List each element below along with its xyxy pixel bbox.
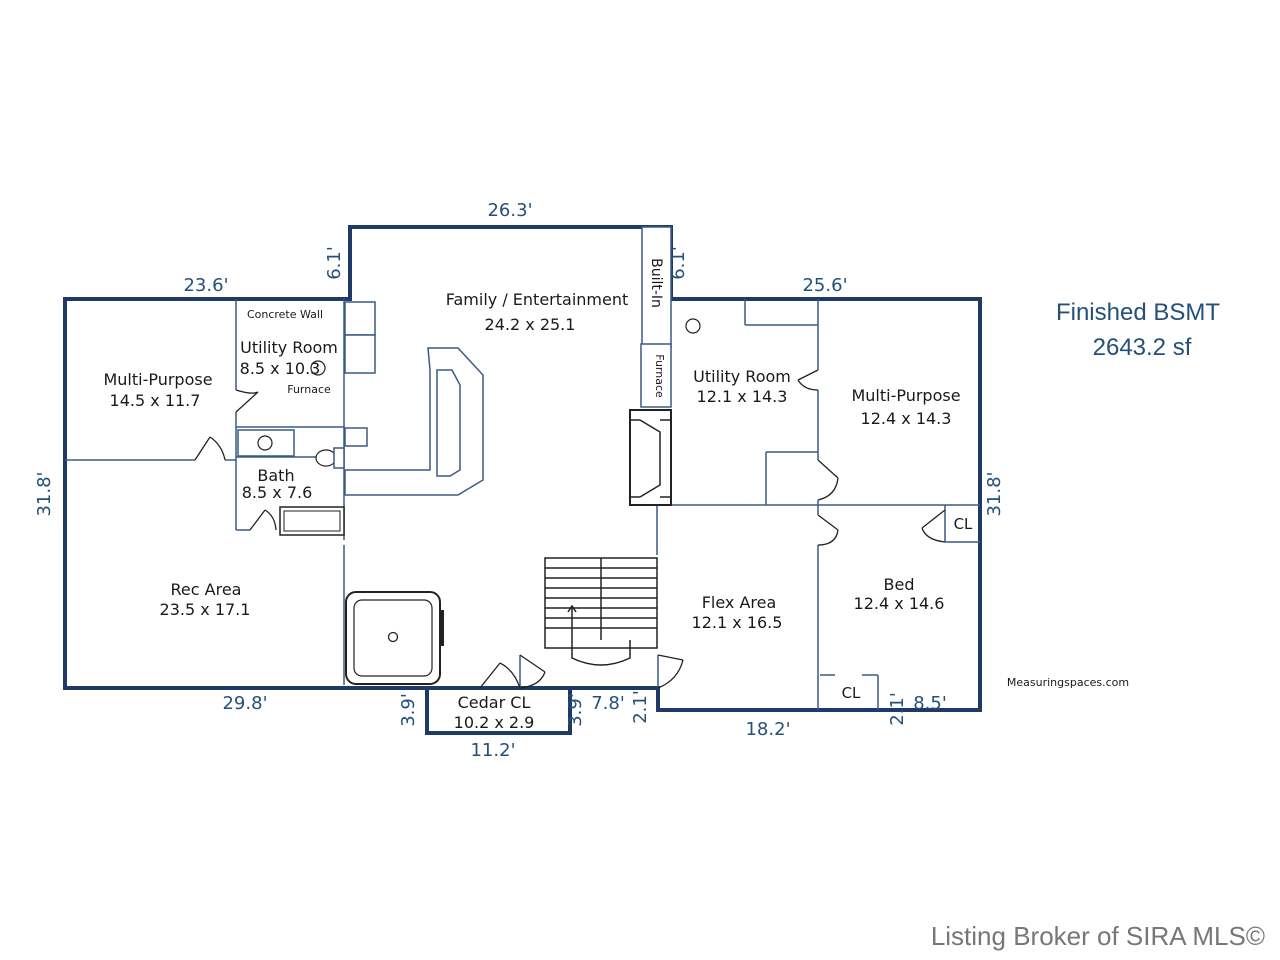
footer-text: Listing Broker of SIRA MLS© [931, 921, 1265, 951]
water-heater-left [344, 301, 376, 336]
staircase [544, 557, 658, 666]
bed-name: Bed [884, 575, 915, 594]
vent-right [685, 318, 701, 334]
utility-left-size: 8.5 x 10.3 [240, 359, 321, 378]
multi-right-name: Multi-Purpose [851, 386, 960, 405]
interior-walls [65, 299, 980, 710]
dim-top-right: 25.6' [802, 275, 847, 296]
furnace-right-unit [640, 343, 672, 408]
utility-left-name: Utility Room [240, 338, 338, 357]
bath-name: Bath [257, 466, 294, 485]
flex-area-size: 12.1 x 16.5 [692, 613, 783, 632]
dim-bottom-right: 18.2' [745, 719, 790, 740]
cedar-closet-size: 10.2 x 2.9 [454, 713, 535, 732]
cedar-closet-name: Cedar CL [458, 693, 531, 712]
flex-area-name: Flex Area [702, 593, 777, 612]
family-room-name: Family / Entertainment [446, 290, 629, 309]
dim-bed-drop: 2.1' [887, 692, 908, 726]
dim-bottom-left: 29.8' [222, 693, 267, 714]
dim-stair-drop: 2.1' [630, 690, 651, 724]
family-room-size: 24.2 x 25.1 [485, 315, 576, 334]
closet-upper-label: CL [954, 515, 973, 533]
bed-size: 12.4 x 14.6 [854, 594, 945, 613]
utility-sink [344, 427, 368, 447]
fireplace [629, 409, 672, 506]
summary-area: 2643.2 sf [1093, 334, 1192, 361]
washer-dryer [344, 334, 376, 374]
furnace-right-label: Furnace [653, 354, 666, 398]
dim-right-step: 6.1' [668, 246, 689, 280]
exterior-walls [63, 225, 982, 735]
concrete-wall-label: Concrete Wall [247, 308, 323, 321]
dim-top-center: 26.3' [487, 200, 532, 221]
rec-area-name: Rec Area [171, 580, 242, 599]
utility-right-size: 12.1 x 14.3 [697, 387, 788, 406]
bar-counter [344, 347, 484, 496]
summary-title: Finished BSMT [1056, 299, 1220, 326]
built-in-cabinet [641, 226, 672, 348]
dim-right-side: 31.8' [984, 471, 1005, 516]
built-in-label: Built-In [648, 258, 664, 308]
hot-tub [345, 591, 444, 685]
multi-right-size: 12.4 x 14.3 [861, 409, 952, 428]
credit-text: Measuringspaces.com [1007, 676, 1129, 689]
dim-left-step: 6.1' [324, 246, 345, 280]
dim-cedar-right: 3.9' [565, 693, 586, 727]
door-swings [194, 369, 946, 689]
dim-left-side: 31.8' [34, 471, 55, 516]
bath-fixtures [237, 429, 345, 536]
dim-bed-jog: 8.5' [913, 693, 947, 714]
bath-size: 8.5 x 7.6 [242, 483, 313, 502]
dim-cedar-left: 3.9' [398, 693, 419, 727]
multi-left-size: 14.5 x 11.7 [110, 391, 201, 410]
vent-left [310, 360, 326, 376]
utility-right-name: Utility Room [693, 367, 791, 386]
dim-stair-jog: 7.8' [591, 693, 625, 714]
dim-cedar-bottom: 11.2' [470, 740, 515, 761]
multi-left-name: Multi-Purpose [103, 370, 212, 389]
dim-top-left: 23.6' [183, 275, 228, 296]
rec-area-size: 23.5 x 17.1 [160, 600, 251, 619]
furnace-left-label: Furnace [287, 383, 331, 396]
closet-lower-label: CL [842, 684, 861, 702]
